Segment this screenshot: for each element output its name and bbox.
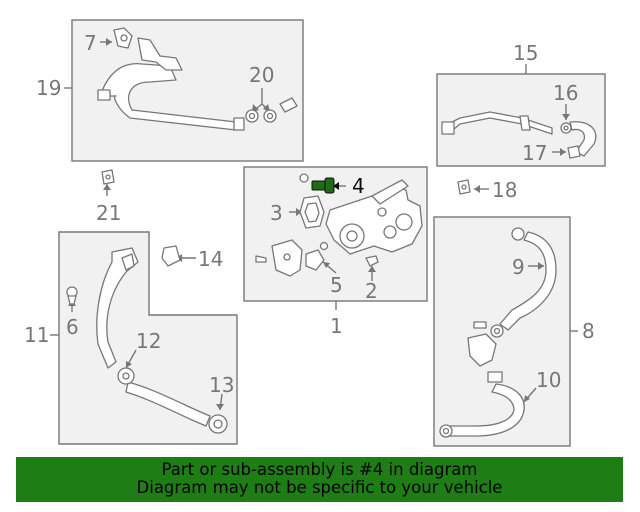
parts-diagram: 19 7 20 3 4 5 2 1 15 16 17 18 9 8 10 11 … <box>24 19 606 447</box>
callout-3: 3 <box>270 201 283 225</box>
callout-13: 13 <box>209 373 234 397</box>
part-15-heater-pipe <box>441 111 597 157</box>
part-18-clip <box>457 179 471 195</box>
callout-1: 1 <box>330 314 343 338</box>
callout-21: 21 <box>96 201 121 225</box>
part-2-clip <box>365 255 379 267</box>
part-10-lower-hose <box>439 321 525 438</box>
callout-10: 10 <box>536 368 561 392</box>
highlight-arrow <box>333 182 339 190</box>
notice-line-disclaimer: Diagram may not be specific to your vehi… <box>136 478 503 497</box>
part-16-clamp <box>560 122 572 134</box>
callout-9: 9 <box>512 255 525 279</box>
notice-line-part: Part or sub-assembly is #4 in diagram <box>161 460 478 479</box>
part-11-lower-pipe <box>96 247 228 434</box>
part-1-water-outlet <box>299 173 423 255</box>
callout-19: 19 <box>36 76 61 100</box>
part-bracket <box>255 239 303 277</box>
callout-15: 15 <box>513 41 538 65</box>
diagram-notice-banner: Part or sub-assembly is #4 in diagram Di… <box>16 457 623 502</box>
part-14-bracket <box>161 245 181 267</box>
callout-7: 7 <box>84 31 97 55</box>
callout-20: 20 <box>249 63 274 87</box>
callout-16: 16 <box>553 81 578 105</box>
callout-4: 4 <box>352 174 365 198</box>
part-19-coolant-pipe <box>97 37 245 131</box>
callout-14: 14 <box>198 247 223 271</box>
callout-18: 18 <box>492 178 517 202</box>
callout-12: 12 <box>136 329 161 353</box>
part-17-clamp <box>567 145 581 159</box>
part-5-sensor <box>305 241 329 271</box>
part-4-bolt-highlighted <box>311 177 335 194</box>
callout-17: 17 <box>522 141 547 165</box>
part-21-clip <box>101 169 115 185</box>
part-9-upper-hose <box>490 227 557 338</box>
callout-6: 6 <box>66 315 79 339</box>
callout-5: 5 <box>330 273 343 297</box>
callout-2: 2 <box>365 279 378 303</box>
part-7-clip <box>113 27 133 49</box>
callout-11: 11 <box>24 323 49 347</box>
part-20-clamps <box>245 97 298 123</box>
part-6-clip <box>66 286 78 305</box>
callout-8: 8 <box>582 319 595 343</box>
part-3-gasket <box>299 195 325 229</box>
